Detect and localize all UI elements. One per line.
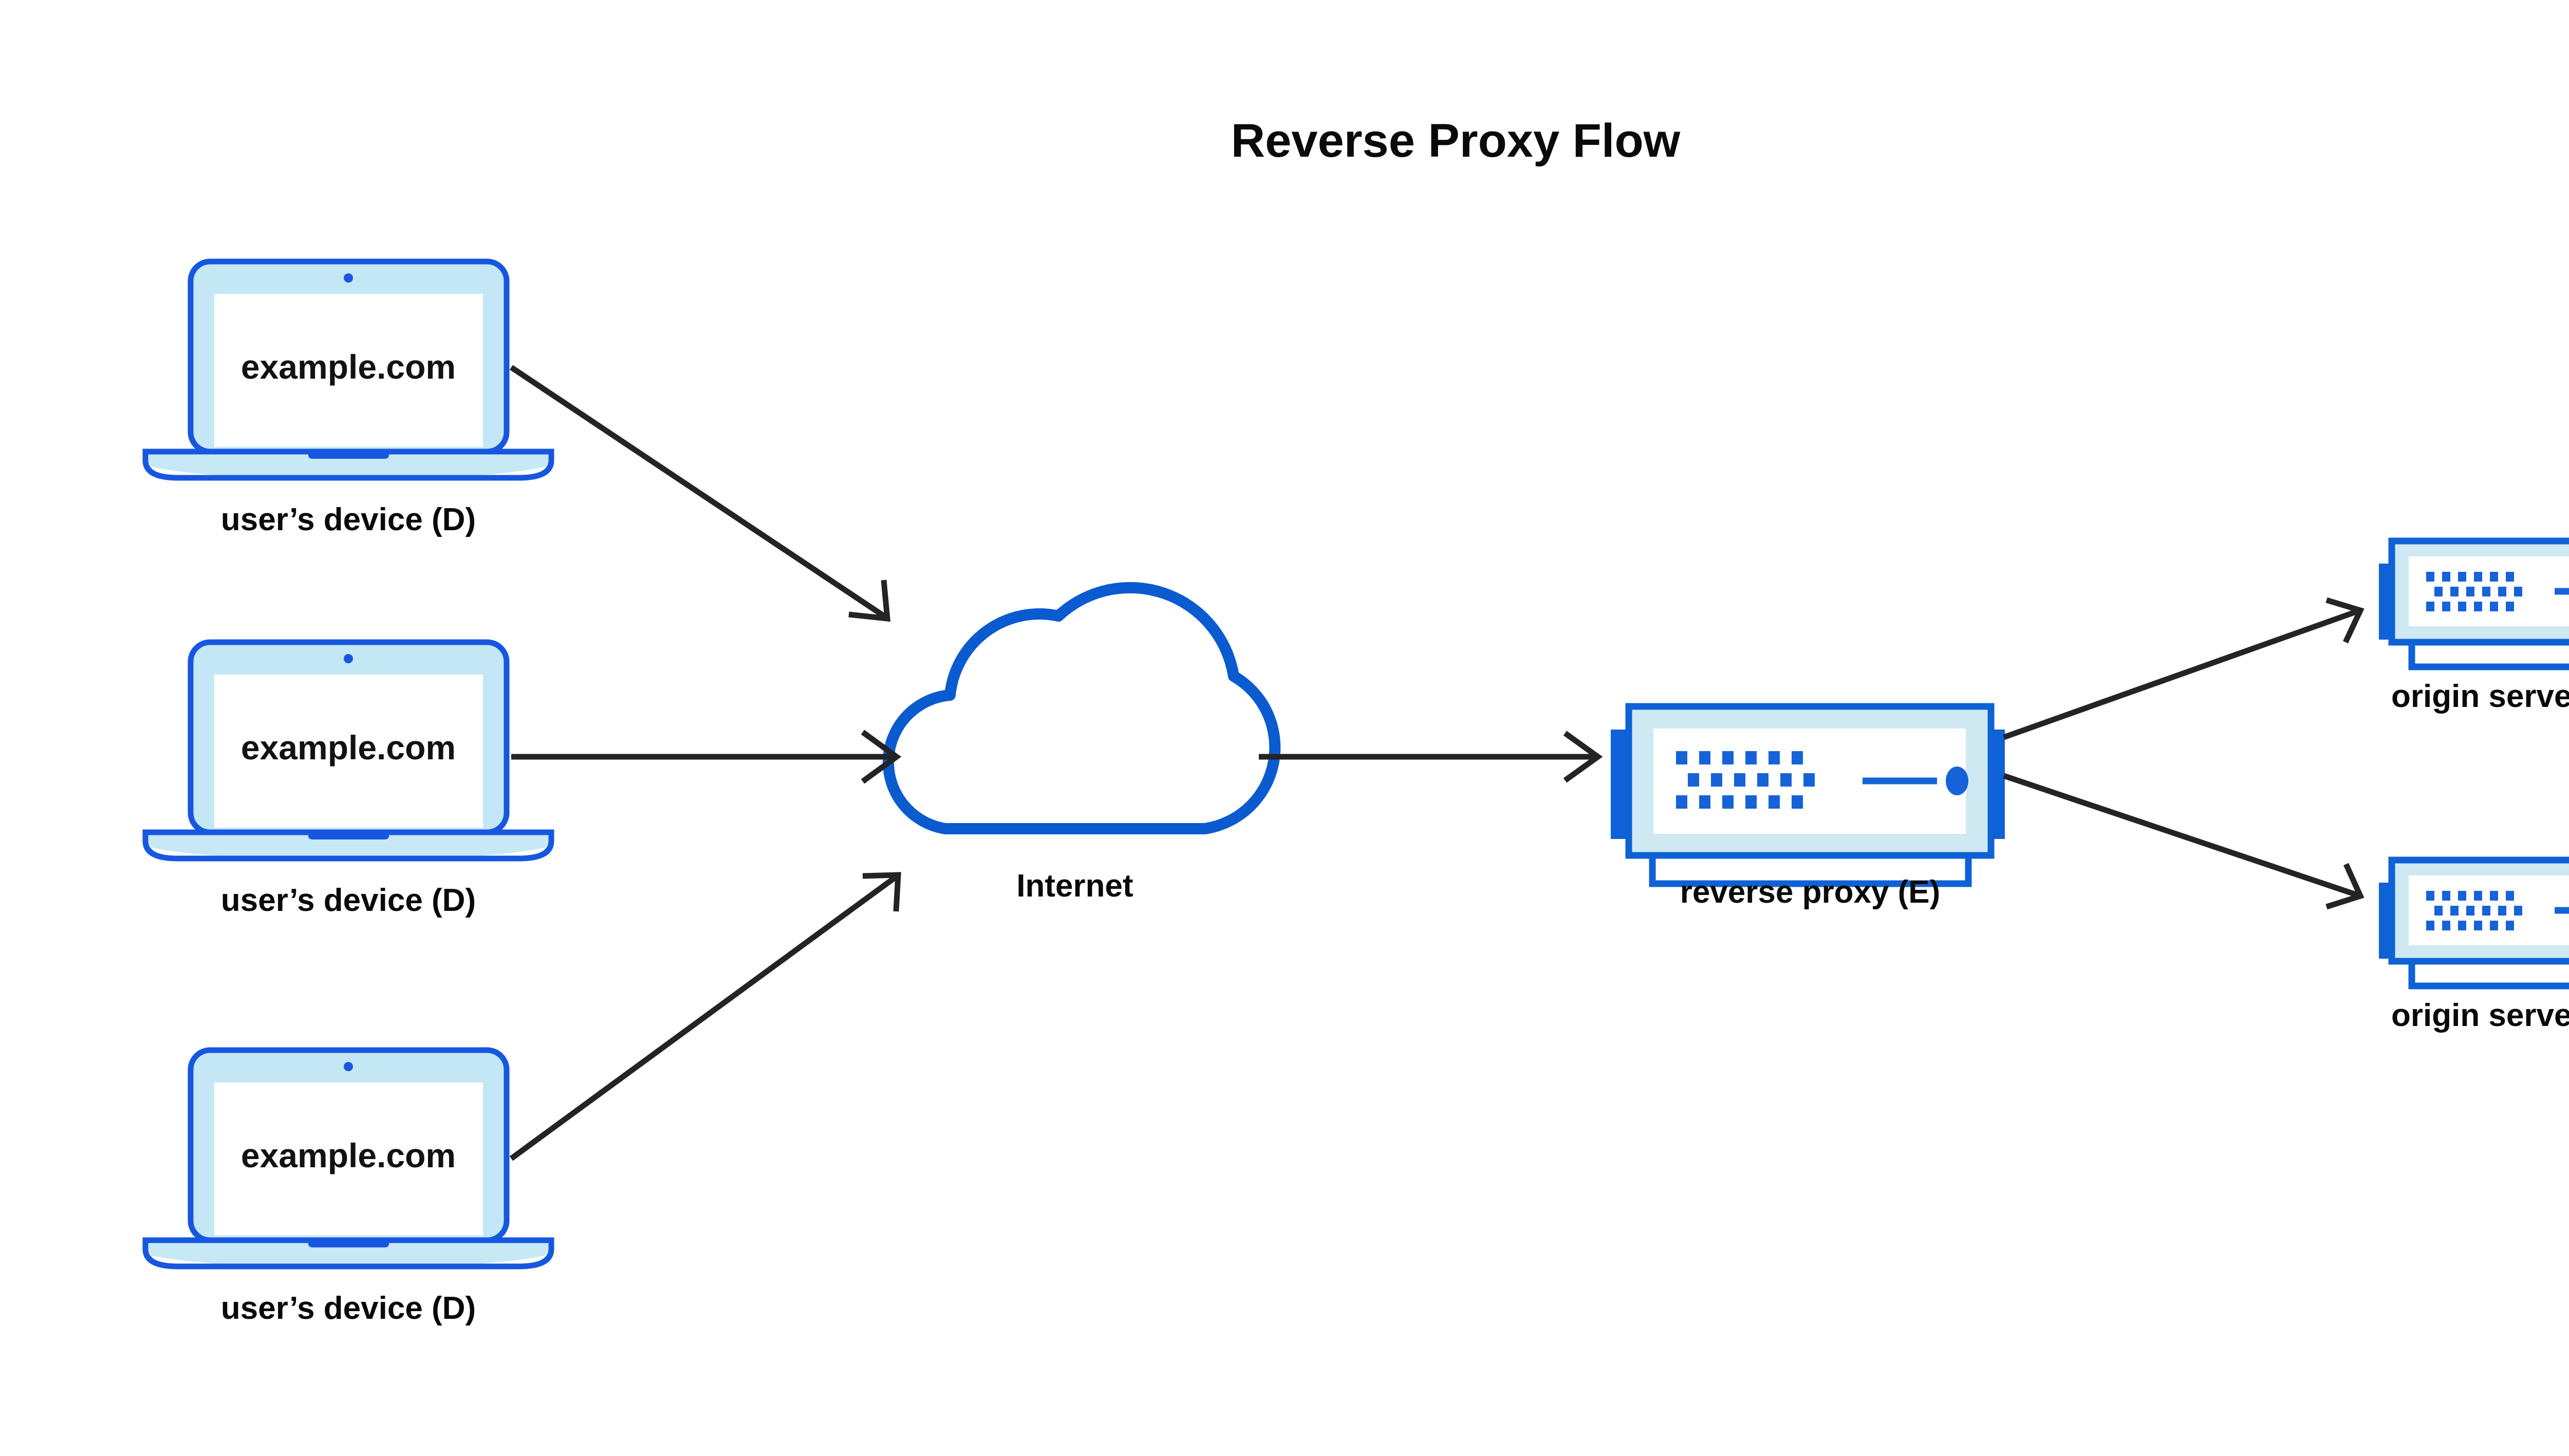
device-1-label: user’s device (D)	[221, 502, 476, 537]
node-user-device-1[interactable]: example.com user’s device (D)	[142, 258, 554, 537]
origin-server-2-label: origin server (F)	[2391, 998, 2569, 1033]
node-user-device-3[interactable]: example.com user’s device (D)	[142, 1047, 554, 1326]
laptop-icon	[142, 258, 554, 481]
laptop-icon	[142, 1047, 554, 1270]
device-screen-url: example.com	[241, 348, 456, 386]
origin-server-1-label: origin server (F)	[2391, 679, 2569, 714]
server-icon	[2379, 537, 2569, 670]
page-title: Reverse Proxy Flow	[1231, 115, 1681, 167]
edge-reverse-proxy-to-origin2	[2003, 773, 2365, 910]
device-2-label: user’s device (D)	[221, 883, 476, 918]
server-icon	[1611, 703, 2005, 887]
reverse-proxy-label: reverse proxy (E)	[1680, 874, 1941, 910]
node-reverse-proxy[interactable]: reverse proxy (E)	[1611, 703, 2005, 910]
server-icon	[2379, 856, 2569, 990]
internet-label: Internet	[1016, 868, 1133, 904]
node-origin-server-2[interactable]: origin server (F)	[2379, 856, 2569, 1033]
edge-internet-to-reverse-proxy	[1259, 731, 1603, 783]
edge-reverse-proxy-to-origin1	[2003, 597, 2365, 740]
node-user-device-2[interactable]: example.com user’s device (D)	[142, 639, 554, 918]
cloud-icon	[883, 582, 1281, 834]
laptop-icon	[142, 639, 554, 862]
device-screen-url: example.com	[241, 1136, 456, 1174]
edge-device1-to-internet	[509, 365, 891, 622]
node-internet[interactable]: Internet	[883, 582, 1281, 904]
device-screen-url: example.com	[241, 729, 456, 767]
edge-device2-to-internet	[511, 730, 902, 784]
edge-device3-to-internet	[509, 872, 901, 1161]
device-3-label: user’s device (D)	[221, 1291, 476, 1326]
node-origin-server-1[interactable]: origin server (F)	[2379, 537, 2569, 714]
